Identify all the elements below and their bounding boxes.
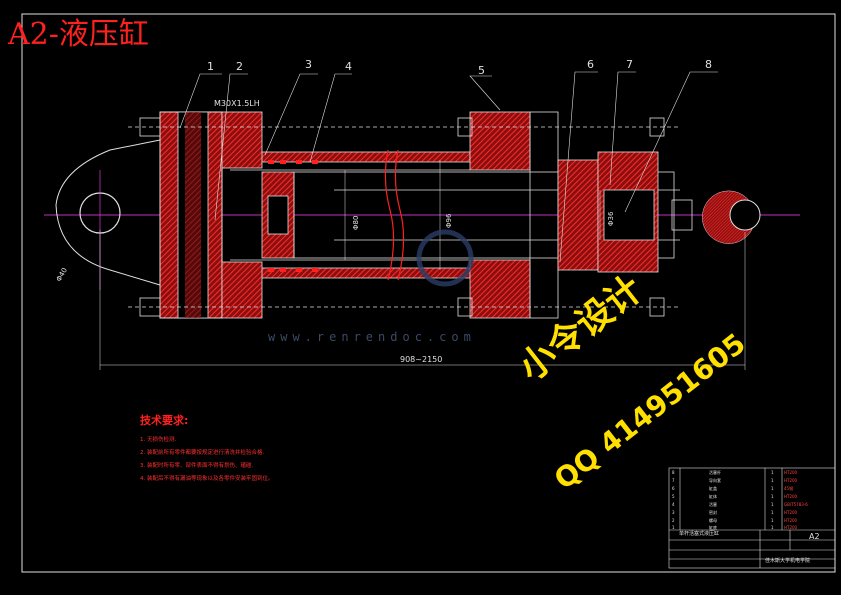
sheet-size: A2	[809, 532, 820, 541]
bom-name: 导向套	[709, 478, 721, 483]
title-block-grid	[668, 467, 836, 569]
dim-pin: Φ40	[55, 267, 69, 283]
balloon-7: 7	[626, 58, 633, 71]
tie-bolts	[128, 117, 680, 317]
seal-rings	[268, 160, 318, 272]
bom-name: 螺母	[709, 518, 717, 523]
rod-bore	[293, 171, 675, 259]
dim-thread: M30X1.5LH	[214, 99, 260, 108]
barrel-wall-top	[229, 151, 471, 163]
part-head	[469, 111, 531, 171]
bom-mat: HT200	[784, 518, 798, 523]
title-block: 8 活塞杆 1 HT200 7 导向套 1 HT200 6 缸盖 1 45钢 5…	[669, 468, 835, 568]
bom-mat: HT200	[784, 510, 798, 515]
bom-no: 7	[672, 478, 675, 483]
leader-lines	[179, 71, 718, 263]
balloon-6: 6	[587, 58, 594, 71]
bom-qty: 1	[771, 470, 774, 475]
drawing-border	[21, 13, 836, 573]
tech-item: 4. 装配后不得有漏油等现象以及各零件安装牢固到位。	[140, 476, 274, 482]
bom-no: 8	[672, 470, 675, 475]
bom-mat: 45钢	[784, 486, 794, 491]
balloon-2: 2	[236, 60, 243, 73]
watermark-site: www.renrendoc.com	[268, 330, 476, 344]
balloon-1: 1	[207, 60, 214, 73]
bom-no: 6	[672, 486, 675, 491]
bom-no: 4	[672, 502, 675, 507]
balloon-5: 5	[478, 64, 485, 77]
bom-name: 缸体	[709, 494, 717, 499]
drawing-title: A2-液压缸	[8, 17, 149, 52]
bom-qty: 1	[771, 502, 774, 507]
bom-no: 2	[672, 518, 675, 523]
drawing-name: 单杆活塞式液压缸	[679, 531, 720, 537]
break-line	[394, 149, 405, 281]
bom-qty: 1	[771, 486, 774, 491]
dim-rod: Φ36	[607, 211, 615, 226]
bom-mat: HT200	[784, 478, 798, 483]
bom-no: 3	[672, 510, 675, 515]
bom-no: 1	[672, 525, 675, 530]
bom-name: 活塞杆	[709, 470, 721, 475]
balloon-3: 3	[305, 58, 312, 71]
bom-mat: HT200	[784, 525, 798, 530]
school-name: 佳木斯大学机电学院	[765, 558, 811, 564]
bom-no: 5	[672, 494, 675, 499]
bom-name: 活塞	[709, 502, 717, 507]
bom-name: 缸盖	[709, 486, 717, 491]
bom-mat: HT200	[784, 494, 798, 499]
balloon-4: 4	[345, 60, 352, 73]
bom-qty: 1	[771, 478, 774, 483]
watermark-logo	[416, 229, 474, 287]
tech-item: 2. 装配前所有零件都要按规定进行清洗并检验合格.	[140, 450, 265, 456]
balloon-8: 8	[705, 58, 712, 71]
bom-name: 缸底	[709, 525, 717, 530]
tech-item: 3. 装配时所有零、部件表面不得有划伤、磕碰.	[140, 463, 254, 469]
tech-item: 1. 无损伤检测.	[140, 437, 177, 443]
bom-qty: 1	[771, 518, 774, 523]
dim-stroke: 908~2150	[400, 355, 442, 364]
bom-qty: 1	[771, 494, 774, 499]
dim-bore: Φ80	[352, 216, 360, 230]
dim-outer: Φ96	[445, 213, 453, 228]
tech-heading: 技术要求:	[140, 414, 189, 427]
clevis-ear	[55, 139, 161, 286]
bom-qty: 1	[771, 525, 774, 530]
bom-mat: HT200	[784, 470, 798, 475]
barrel-wall-bottom	[229, 267, 471, 279]
technical-requirements: 技术要求: 1. 无损伤检测. 2. 装配前所有零件都要按规定进行清洗并检验合格…	[140, 412, 380, 488]
bom-mat: GB/T5783-6	[784, 502, 808, 507]
bom-name: 密封	[709, 510, 717, 515]
bom-qty: 1	[771, 510, 774, 515]
